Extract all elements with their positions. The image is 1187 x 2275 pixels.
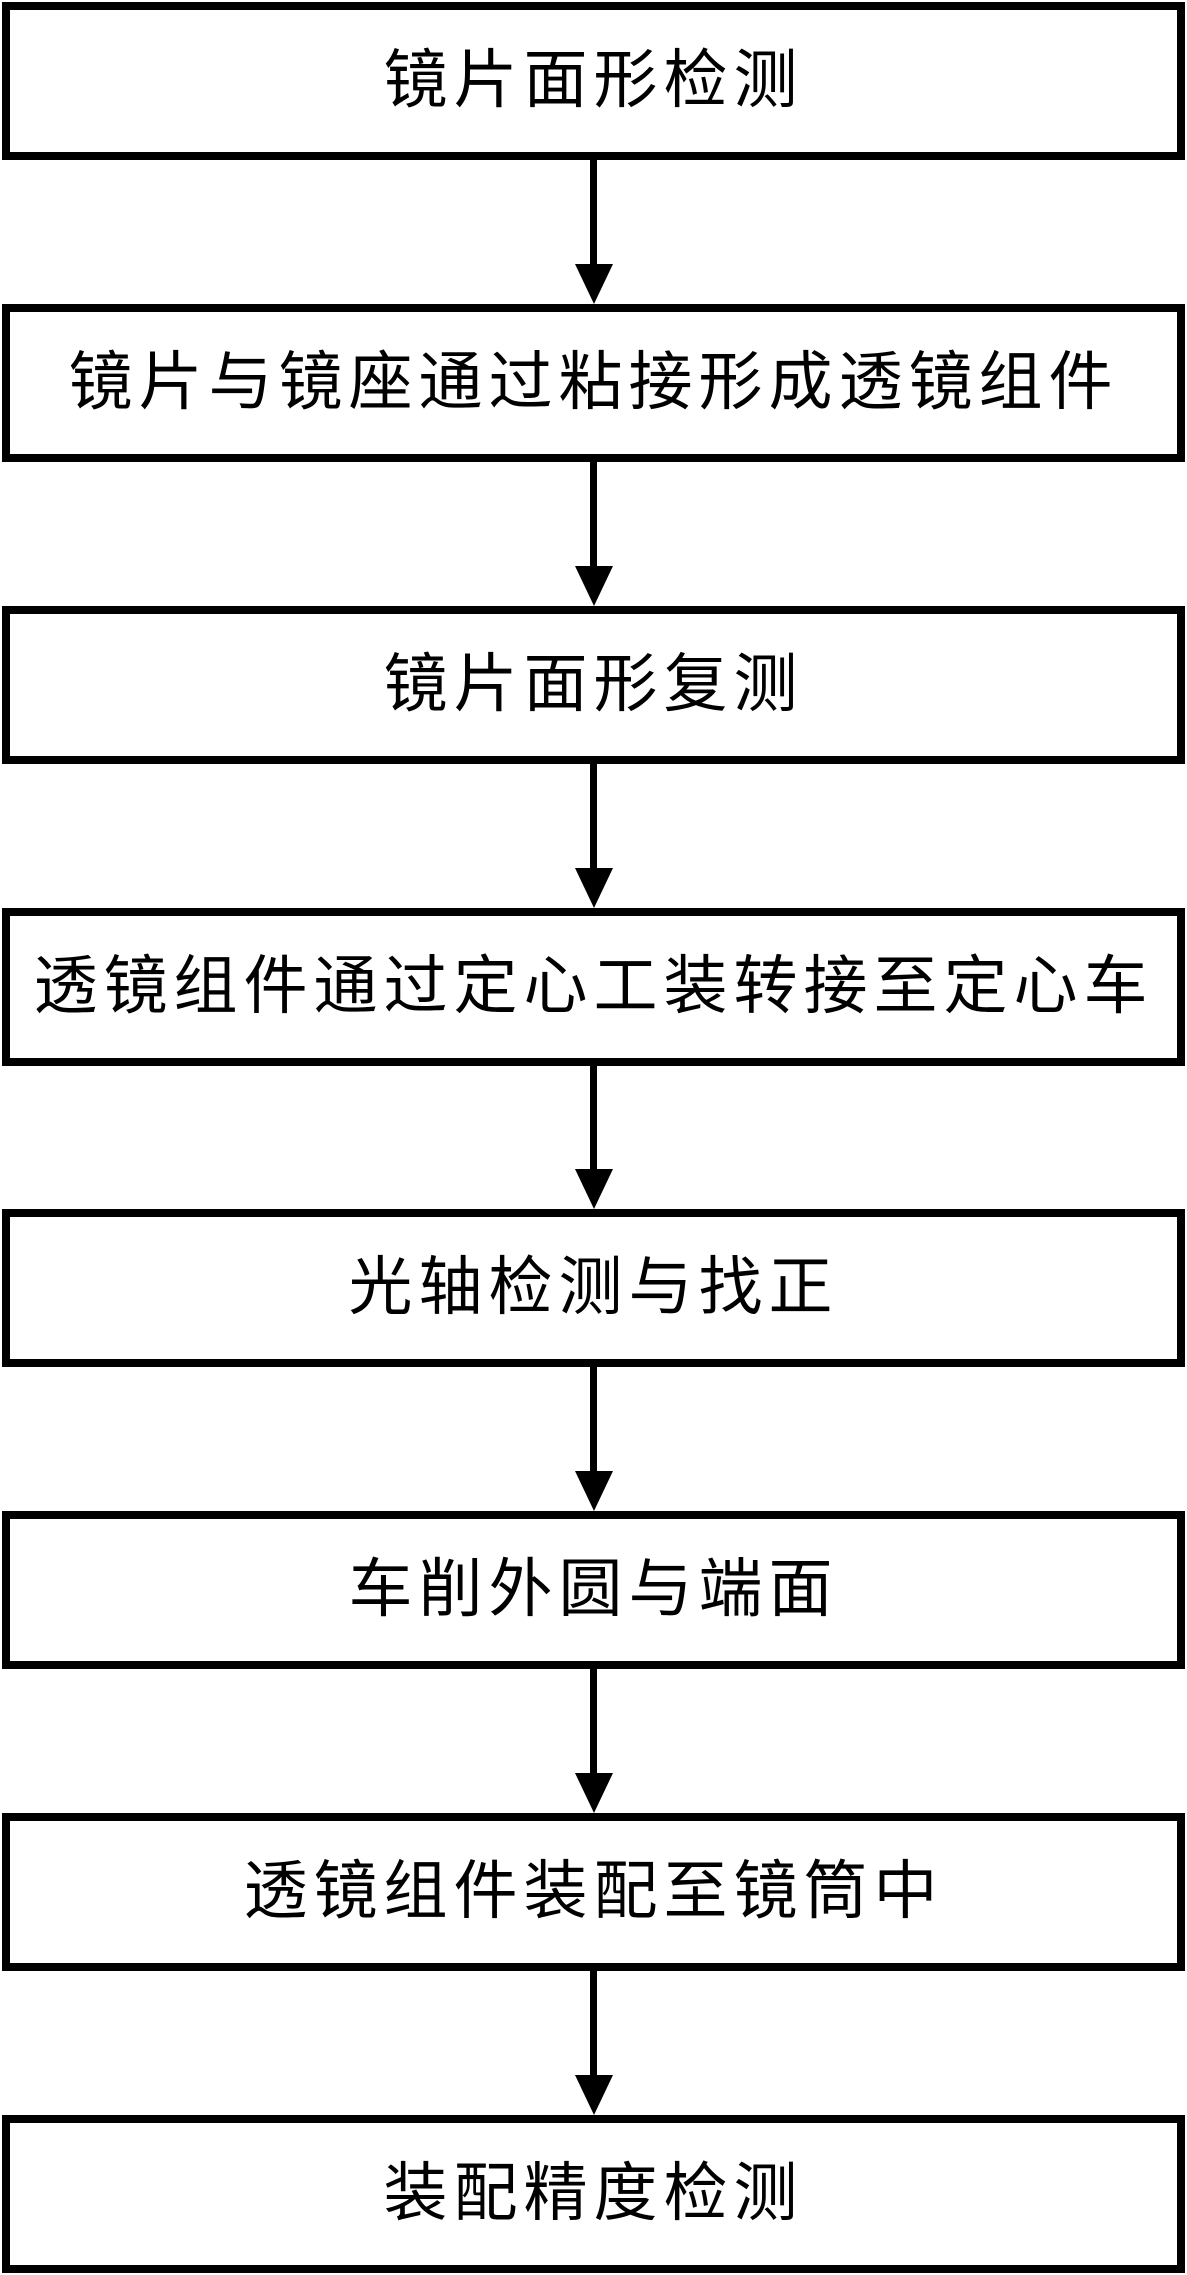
arrow-shaft: [590, 160, 597, 264]
flow-step-box-7: 透镜组件装配至镜筒中: [2, 1813, 1185, 1972]
arrow-shaft: [590, 1065, 597, 1170]
flow-connector-5: [2, 1367, 1185, 1512]
arrow-down-icon: [574, 1471, 613, 1512]
flow-connector-2: [2, 461, 1185, 606]
arrow-down-icon: [574, 263, 613, 304]
flow-step-box-4: 透镜组件通过定心工装转接至定心车: [2, 907, 1185, 1066]
flow-step-box-8: 装配精度检测: [2, 2115, 1185, 2274]
arrow-down-icon: [574, 1773, 613, 1814]
flow-step-box-1: 镜片面形检测: [2, 2, 1185, 160]
arrow-down-icon: [574, 565, 613, 606]
flow-connector-6: [2, 1669, 1185, 1814]
arrow-shaft: [590, 1367, 597, 1472]
flow-step-label-3: 镜片面形复测: [383, 648, 804, 720]
flow-connector-3: [2, 763, 1185, 908]
flow-step-box-2: 镜片与镜座通过粘接形成透镜组件: [2, 303, 1185, 462]
flow-step-label-2: 镜片与镜座通过粘接形成透镜组件: [68, 346, 1119, 418]
flow-step-label-5: 光轴检测与找正: [348, 1252, 839, 1324]
arrow-shaft: [590, 461, 597, 566]
flow-step-box-6: 车削外圆与端面: [2, 1511, 1185, 1670]
arrow-down-icon: [574, 867, 613, 908]
flow-step-label-6: 车削外圆与端面: [348, 1554, 839, 1626]
flow-step-label-7: 透镜组件装配至镜筒中: [243, 1856, 944, 1928]
flow-step-box-5: 光轴检测与找正: [2, 1209, 1185, 1368]
flow-connector-4: [2, 1065, 1185, 1210]
arrow-shaft: [590, 1669, 597, 1774]
arrow-shaft: [590, 1971, 597, 2076]
flow-step-box-3: 镜片面形复测: [2, 605, 1185, 764]
flow-step-label-1: 镜片面形检测: [383, 45, 804, 116]
arrow-down-icon: [574, 2075, 613, 2116]
arrow-shaft: [590, 763, 597, 868]
arrow-down-icon: [574, 1169, 613, 1210]
flow-connector-7: [2, 1971, 1185, 2116]
flow-step-label-8: 装配精度检测: [383, 2158, 804, 2230]
flow-step-label-4: 透镜组件通过定心工装转接至定心车: [33, 950, 1154, 1022]
flow-connector-1: [2, 160, 1185, 304]
